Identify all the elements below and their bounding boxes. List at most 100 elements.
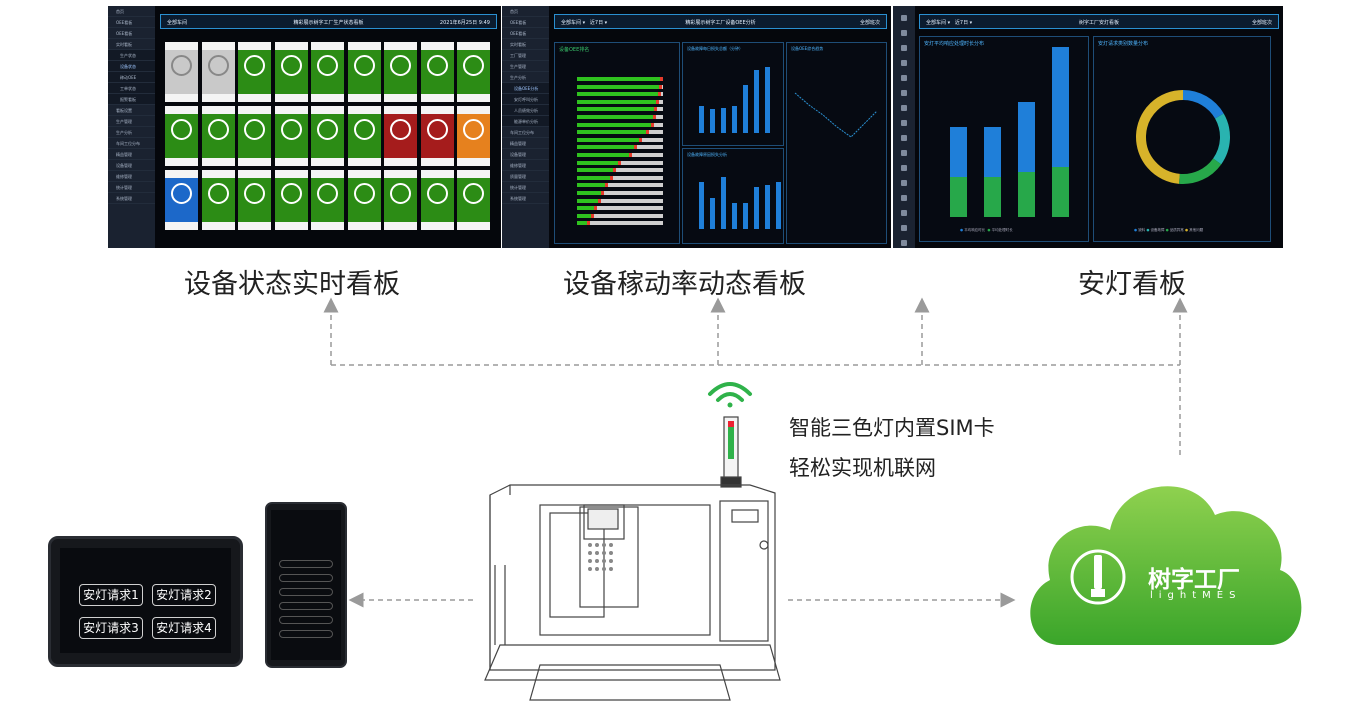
sidebar-item[interactable]: 设备OEE分析 <box>502 83 549 94</box>
sidebar-item[interactable]: 首页 <box>502 6 549 17</box>
sidebar-nav-icon[interactable] <box>901 45 907 51</box>
tile-header <box>201 42 235 50</box>
sidebar-nav-icon[interactable] <box>901 210 907 216</box>
sidebar-item[interactable]: 报警看板 <box>108 94 155 105</box>
sidebar-item[interactable]: 统计管理 <box>502 182 549 193</box>
machine-status-tile[interactable] <box>420 42 454 102</box>
phone-menu-item[interactable] <box>279 602 333 610</box>
sidebar-item[interactable]: 质量管理 <box>502 171 549 182</box>
sidebar-nav-icon[interactable] <box>901 15 907 21</box>
workshop-select[interactable]: 全部车间 ▾ 近7日 ▾ <box>561 20 608 26</box>
sidebar-item[interactable]: 人员绩效分析 <box>502 105 549 116</box>
sidebar-item[interactable]: 车间工位分布 <box>108 138 155 149</box>
machine-status-tile[interactable] <box>274 106 308 166</box>
sidebar-nav-icon[interactable] <box>901 240 907 246</box>
workshop-select[interactable]: 全部车间 <box>167 20 188 26</box>
sidebar-nav-icon[interactable] <box>901 120 907 126</box>
machine-status-tile[interactable] <box>347 170 381 230</box>
andon-request-button-3[interactable]: 安灯请求3 <box>79 617 143 639</box>
machine-status-tile[interactable] <box>457 170 490 230</box>
sidebar-nav-icon[interactable] <box>901 225 907 231</box>
machine-status-tile[interactable] <box>165 42 198 102</box>
sidebar-item[interactable]: 维修管理 <box>502 160 549 171</box>
machine-status-tile[interactable] <box>165 170 198 230</box>
andon-request-button-4[interactable]: 安灯请求4 <box>152 617 216 639</box>
sidebar-nav-icon[interactable] <box>901 75 907 81</box>
sidebar-item[interactable]: 看板设置 <box>108 105 155 116</box>
sidebar-item[interactable]: OEE看板 <box>502 17 549 28</box>
sidebar-item[interactable]: 生产管理 <box>108 116 155 127</box>
sidebar-item[interactable]: 稼动OEE <box>108 72 155 83</box>
machine-status-tile[interactable] <box>238 170 271 230</box>
sidebar-nav-icon[interactable] <box>901 195 907 201</box>
sidebar-item[interactable]: OEE看板 <box>502 28 549 39</box>
tile-footer <box>457 158 490 166</box>
machine-status-tile[interactable] <box>347 42 381 102</box>
sidebar-item[interactable]: 生产分析 <box>502 72 549 83</box>
machine-status-tile[interactable] <box>384 42 417 102</box>
sidebar-item[interactable]: 首页 <box>108 6 155 17</box>
oee-ranking-bar <box>577 145 663 150</box>
machine-status-tile[interactable] <box>201 170 235 230</box>
machine-status-tile[interactable] <box>165 106 198 166</box>
sidebar-item[interactable]: 维修管理 <box>108 171 155 182</box>
machine-status-tile[interactable] <box>201 42 235 102</box>
oee-ring <box>171 55 192 76</box>
machine-status-tile[interactable] <box>274 42 308 102</box>
sidebar-item[interactable]: 统计管理 <box>108 182 155 193</box>
machine-status-tile[interactable] <box>457 42 490 102</box>
phone-menu-item[interactable] <box>279 574 333 582</box>
phone-menu-item[interactable] <box>279 560 333 568</box>
machine-status-tile[interactable] <box>311 170 344 230</box>
sidebar-item[interactable]: 生产管理 <box>502 61 549 72</box>
andon-request-button-1[interactable]: 安灯请求1 <box>79 584 143 606</box>
tile-footer <box>384 222 417 230</box>
machine-status-tile[interactable] <box>274 170 308 230</box>
machine-status-tile[interactable] <box>457 106 490 166</box>
machine-status-tile[interactable] <box>201 106 235 166</box>
machine-status-tile[interactable] <box>384 106 417 166</box>
sidebar-nav-icon[interactable] <box>901 105 907 111</box>
machine-status-tile[interactable] <box>420 170 454 230</box>
sidebar-nav-icon[interactable] <box>901 135 907 141</box>
sidebar-item[interactable]: 实时看板 <box>502 39 549 50</box>
sidebar-item[interactable]: 能源单价分析 <box>502 116 549 127</box>
machine-status-tile[interactable] <box>311 106 344 166</box>
machine-status-tile[interactable] <box>238 42 271 102</box>
sidebar-item[interactable]: 生产状态 <box>108 50 155 61</box>
phone-menu-item[interactable] <box>279 630 333 638</box>
sidebar-item[interactable]: 实时看板 <box>108 39 155 50</box>
loss-bar <box>710 109 715 133</box>
phone-menu-item[interactable] <box>279 588 333 596</box>
workshop-select[interactable]: 全部车间 ▾ 近7日 ▾ <box>926 20 973 26</box>
sidebar-nav-icon[interactable] <box>901 150 907 156</box>
sidebar-item[interactable]: OEE看板 <box>108 28 155 39</box>
sidebar-item[interactable]: OEE看板 <box>108 17 155 28</box>
range-select[interactable]: 全部班次 <box>859 20 880 26</box>
sidebar-item[interactable]: 生产分析 <box>108 127 155 138</box>
machine-status-tile[interactable] <box>420 106 454 166</box>
sidebar-item[interactable]: 工单状态 <box>108 83 155 94</box>
sidebar-item[interactable]: 精益管理 <box>108 149 155 160</box>
sidebar-item[interactable]: 精益管理 <box>502 138 549 149</box>
sidebar-item[interactable]: 设备管理 <box>502 149 549 160</box>
sidebar-item[interactable]: 系统管理 <box>502 193 549 204</box>
sidebar-nav-icon[interactable] <box>901 165 907 171</box>
andon-request-button-2[interactable]: 安灯请求2 <box>152 584 216 606</box>
sidebar-nav-icon[interactable] <box>901 30 907 36</box>
machine-status-tile[interactable] <box>384 170 417 230</box>
sidebar-item[interactable]: 车间工位分布 <box>502 127 549 138</box>
machine-status-tile[interactable] <box>238 106 271 166</box>
sidebar-item[interactable]: 设备状态 <box>108 61 155 72</box>
machine-status-tile[interactable] <box>311 42 344 102</box>
sidebar-nav-icon[interactable] <box>901 90 907 96</box>
range-select[interactable]: 全部班次 <box>1251 20 1272 26</box>
sidebar-nav-icon[interactable] <box>901 180 907 186</box>
sidebar-item[interactable]: 工厂管理 <box>502 50 549 61</box>
sidebar-item[interactable]: 安灯呼叫分析 <box>502 94 549 105</box>
machine-status-tile[interactable] <box>347 106 381 166</box>
sidebar-nav-icon[interactable] <box>901 60 907 66</box>
sidebar-item[interactable]: 系统管理 <box>108 193 155 204</box>
phone-menu-item[interactable] <box>279 616 333 624</box>
sidebar-item[interactable]: 设备管理 <box>108 160 155 171</box>
